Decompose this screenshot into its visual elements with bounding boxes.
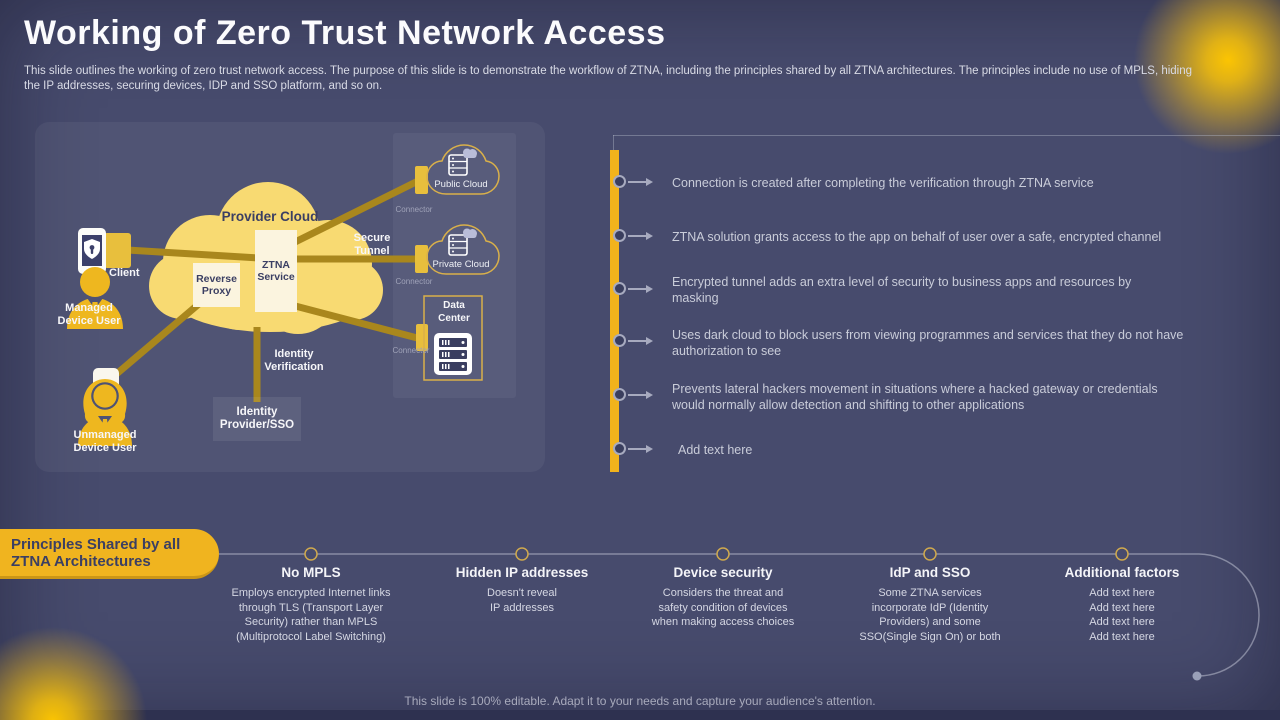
public-cloud-label: Public Cloud xyxy=(434,179,488,190)
step-marker xyxy=(613,282,626,295)
data-center-port xyxy=(416,324,428,351)
principle-description: Some ZTNA services incorporate IdP (Iden… xyxy=(859,587,1001,643)
identity-provider-box: Identity Provider/SSO xyxy=(213,397,301,441)
principle-column: Device security Considers the threat and… xyxy=(613,565,833,630)
step-arrow-line xyxy=(628,181,647,183)
principle-column: IdP and SSO Some ZTNA services incorpora… xyxy=(815,565,1045,644)
step-arrow-line xyxy=(628,448,647,450)
principle-column: No MPLS Employs encrypted Internet links… xyxy=(201,565,421,644)
connector-ports xyxy=(104,166,428,351)
bottom-strip xyxy=(0,710,1280,720)
footer-note: This slide is 100% editable. Adapt it to… xyxy=(404,694,876,708)
workflow-step: Uses dark cloud to block users from view… xyxy=(672,328,1184,358)
reverse-proxy-box: Reverse Proxy xyxy=(193,263,240,307)
principle-description: Add text here Add text here Add text her… xyxy=(1089,587,1155,643)
client-label: Client xyxy=(109,267,140,279)
provider-cloud-label: Provider Cloud xyxy=(221,209,319,224)
step-marker xyxy=(613,442,626,455)
cloud-server-icon xyxy=(448,228,477,256)
private-cloud-port xyxy=(415,245,428,273)
step-arrow-line xyxy=(628,235,647,237)
workflow-step: Connection is created after completing t… xyxy=(672,176,1094,190)
principle-column: Hidden IP addresses Doesn't reveal IP ad… xyxy=(412,565,632,615)
timeline-end-dot xyxy=(1192,671,1202,681)
arrow-icon xyxy=(646,285,653,293)
principle-title: Device security xyxy=(673,565,773,580)
step-marker xyxy=(613,388,626,401)
arrow-icon xyxy=(646,445,653,453)
workflow-step: ZTNA solution grants access to the app o… xyxy=(672,230,1162,244)
workflow-top-border xyxy=(613,135,1280,136)
cloud-server-icon xyxy=(448,148,477,176)
ztna-service-box: ZTNA Service xyxy=(255,230,297,312)
workflow-step: Encrypted tunnel adds an extra level of … xyxy=(672,275,1132,305)
principle-title: No MPLS xyxy=(281,565,341,580)
step-arrow-line xyxy=(628,394,647,396)
principle-column: Additional factors Add text here Add tex… xyxy=(1012,565,1232,644)
managed-user-icon xyxy=(67,267,123,329)
ztna-diagram-panel: ZTNA Service Reverse Proxy Identity Prov… xyxy=(35,122,545,472)
identity-verification-label: Identity Verification xyxy=(264,348,324,373)
principle-description: Doesn't reveal IP addresses xyxy=(487,587,557,614)
page-title: Working of Zero Trust Network Access xyxy=(24,14,666,52)
step-arrow-line xyxy=(628,288,647,290)
step-marker xyxy=(613,175,626,188)
principles-timeline-line xyxy=(219,547,1260,681)
workflow-step: Add text here xyxy=(678,443,753,457)
arrow-icon xyxy=(646,178,653,186)
step-marker xyxy=(613,334,626,347)
principle-title: Additional factors xyxy=(1064,565,1180,580)
principle-title: IdP and SSO xyxy=(889,565,971,580)
arrow-icon xyxy=(646,391,653,399)
public-cloud-port xyxy=(415,166,428,194)
workflow-step: Prevents lateral hackers movement in sit… xyxy=(672,382,1158,412)
connector-label: Connector xyxy=(392,346,430,355)
timeline-nodes xyxy=(304,547,1129,561)
principle-title: Hidden IP addresses xyxy=(455,565,589,580)
connection-lines xyxy=(104,175,426,402)
unmanaged-user-icon xyxy=(78,379,132,446)
private-cloud-icon xyxy=(426,224,500,275)
step-marker xyxy=(613,229,626,242)
principle-description: Employs encrypted Internet links through… xyxy=(231,587,391,643)
arrow-icon xyxy=(646,232,653,240)
connector-label: Connector xyxy=(395,277,433,286)
data-center-label: Data Center xyxy=(438,300,470,324)
secure-tunnel-label: Secure Tunnel xyxy=(353,232,391,257)
public-cloud-icon xyxy=(426,144,500,195)
data-center-box xyxy=(423,295,483,381)
managed-device-phone-icon xyxy=(78,228,106,274)
principle-description: Considers the threat and safety conditio… xyxy=(651,587,795,628)
step-arrow-line xyxy=(628,340,647,342)
workflow-timeline-bar xyxy=(610,150,619,472)
unmanaged-user-label: Unmanaged Device User xyxy=(73,429,137,454)
workflow-top-tick xyxy=(613,135,614,151)
connector-label: Connector xyxy=(395,205,433,214)
principles-heading-pill: Principles Shared by all ZTNA Architectu… xyxy=(0,529,219,579)
slide-description: This slide outlines the working of zero … xyxy=(24,65,1193,92)
managed-user-label: Managed Device User xyxy=(57,302,121,327)
client-connector-tab xyxy=(104,233,131,268)
private-cloud-label: Private Cloud xyxy=(432,259,490,270)
arrow-icon xyxy=(646,337,653,345)
server-rack-icon xyxy=(434,333,472,375)
